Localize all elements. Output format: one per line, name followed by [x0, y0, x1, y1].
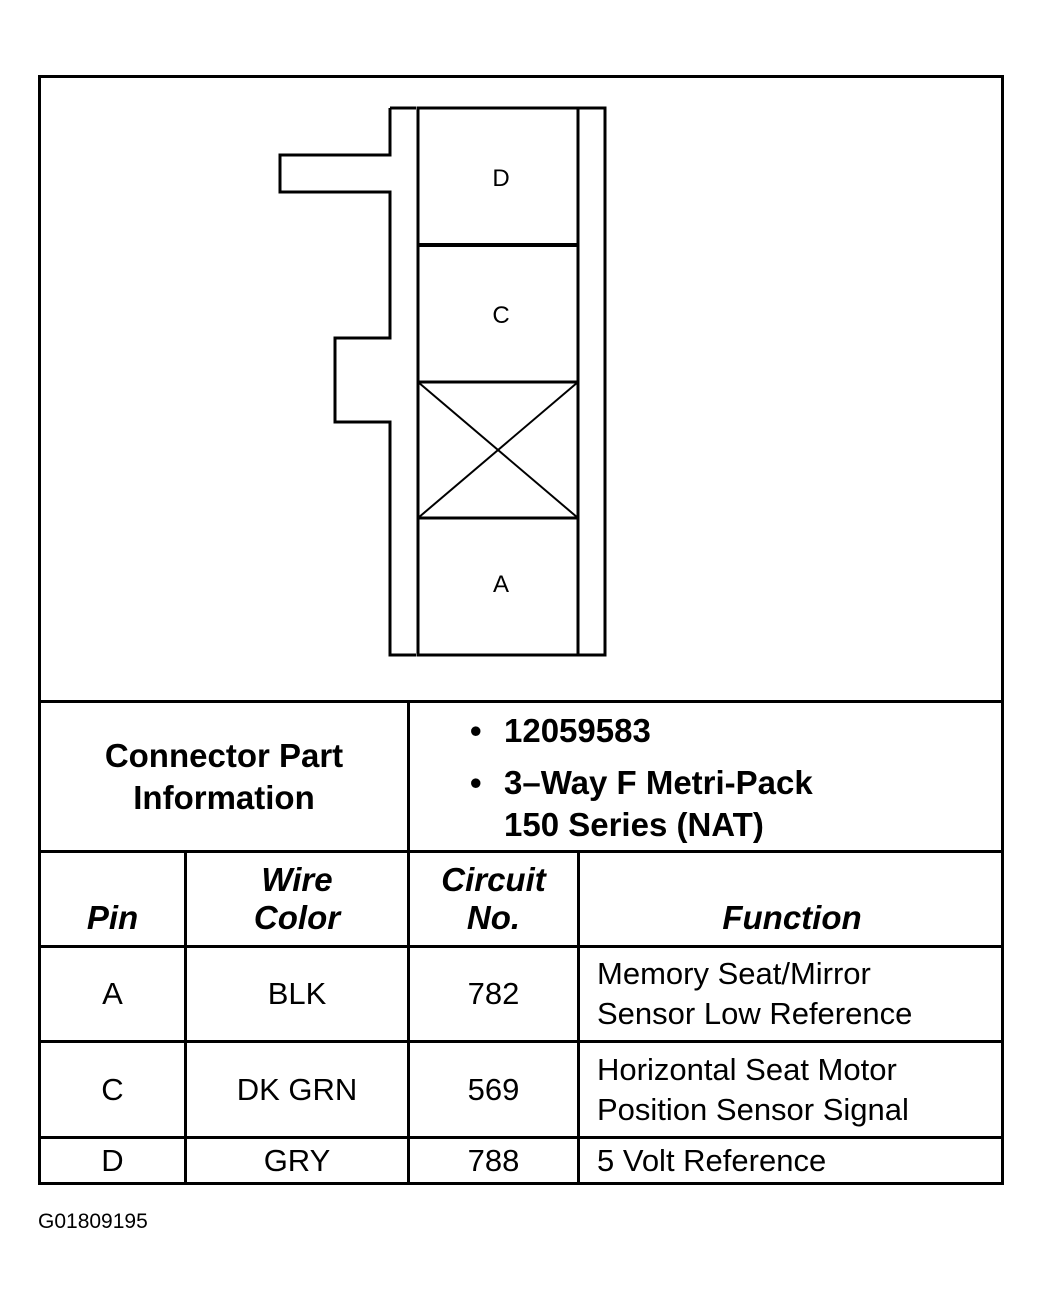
- figure-code: G01809195: [38, 1210, 148, 1233]
- part-info-label: Connector Part Information: [41, 703, 407, 850]
- row-c-function: Horizontal Seat Motor Position Sensor Si…: [597, 1051, 909, 1127]
- connector-type-line1: 3–Way F Metri-Pack: [504, 764, 813, 801]
- part-number: 12059583: [504, 712, 651, 749]
- row-a-wire-color: BLK: [267, 976, 327, 1011]
- part-info-label-line1: Connector Part: [104, 736, 344, 774]
- header-wire-color: Wire Color: [253, 861, 341, 936]
- cavity-label-d: D: [492, 165, 509, 192]
- bullet: •: [470, 712, 482, 749]
- cavity-label-c: C: [492, 302, 509, 329]
- row-c-pin: C: [101, 1071, 124, 1107]
- row-c-circuit: 569: [467, 1071, 520, 1107]
- part-number-item: • 12059583: [470, 710, 651, 752]
- header-pin: Pin: [86, 899, 139, 936]
- bullet: •: [470, 764, 482, 801]
- row-c-wire-color: DK GRN: [236, 1071, 358, 1107]
- row-a-circuit: 782: [467, 976, 520, 1011]
- header-top-rule: [38, 850, 1004, 853]
- header-bottom-rule: [38, 945, 1004, 948]
- col-divider-3: [577, 850, 580, 1185]
- row-d-wire-color: GRY: [263, 1143, 331, 1178]
- header-function: Function: [722, 899, 862, 936]
- col-divider-2: [407, 850, 410, 1185]
- col-divider-1: [184, 850, 187, 1185]
- connector-right-rail: [576, 106, 607, 657]
- part-info-label-line2: Information: [133, 778, 315, 816]
- connector-face-diagram: D C A: [278, 106, 607, 657]
- connector-type-line2: 150 Series (NAT): [504, 806, 764, 843]
- connector-type-item: • 3–Way F Metri-Pack 150 Series (NAT): [470, 762, 813, 846]
- diagram-frame: [38, 75, 1004, 1185]
- row-a-bottom-rule: [38, 1040, 1004, 1043]
- header-circuit-no: Circuit No.: [441, 861, 546, 936]
- cavity-label-a: A: [493, 571, 509, 598]
- table-top-rule: [38, 700, 1004, 703]
- row-d-function: 5 Volt Reference: [597, 1143, 827, 1178]
- row-a-function: Memory Seat/Mirror Sensor Low Reference: [597, 956, 913, 1031]
- part-info-divider: [407, 700, 410, 852]
- row-a-pin: A: [102, 976, 123, 1011]
- row-d-circuit: 788: [467, 1143, 520, 1178]
- row-d-pin: D: [101, 1143, 124, 1178]
- row-c-bottom-rule: [38, 1136, 1004, 1139]
- connector-housing-outline: [278, 108, 416, 657]
